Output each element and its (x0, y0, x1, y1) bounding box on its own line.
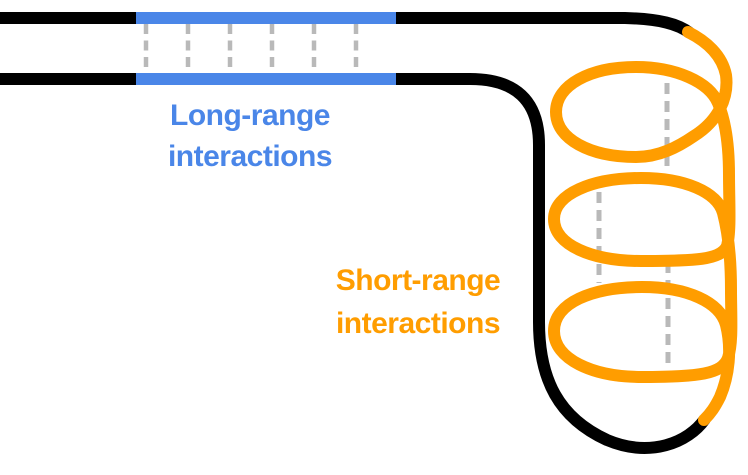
long-range-label-line1: Long-range (170, 99, 331, 132)
long-range-label: Long-range interactions (139, 95, 361, 177)
short-range-label-line2: interactions (335, 307, 501, 340)
long-range-bond-group (143, 24, 359, 73)
coil-bond-group (596, 83, 671, 368)
short-range-label: Short-range interactions (307, 259, 529, 345)
short-range-label-line1: Short-range (335, 264, 501, 297)
short-range-coil (548, 26, 738, 426)
long-range-label-line2: interactions (167, 140, 333, 173)
strand-lower-arm-return (0, 73, 710, 454)
